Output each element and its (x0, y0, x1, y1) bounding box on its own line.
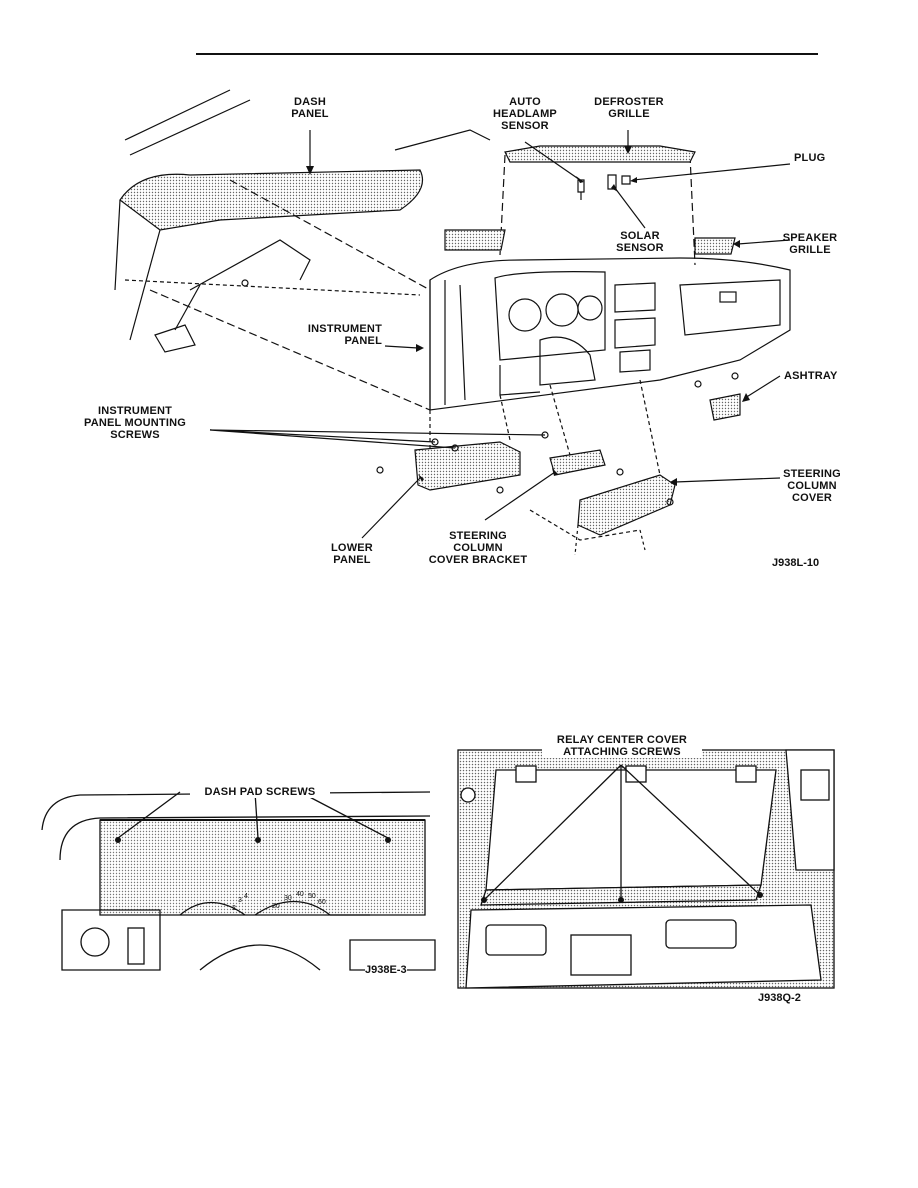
svg-text:2: 2 (232, 905, 236, 912)
label-relay-center-cover-attaching-screws: RELAY CENTER COVER ATTACHING SCREWS (542, 734, 702, 758)
header-rule (196, 53, 818, 55)
svg-text:20: 20 (272, 903, 280, 910)
svg-text:40: 40 (296, 891, 304, 898)
svg-text:3: 3 (238, 897, 242, 904)
svg-text:50: 50 (308, 893, 316, 900)
instrument-panel-drawing (114, 89, 791, 556)
label-steering-column-cover-bracket: STEERING COLUMN COVER BRACKET (428, 530, 528, 566)
figure1-code: J938L-10 (772, 557, 820, 569)
figure2-code: J938E-3 (365, 964, 407, 976)
instrument-panel-exploded-figure: DASH PANEL AUTO HEADLAMP SENSOR DEFROSTE… (84, 80, 860, 580)
relay-center-cover-figure: RELAY CENTER COVER ATTACHING SCREWS J938… (456, 730, 836, 1010)
label-ashtray: ASHTRAY (784, 370, 838, 382)
label-speaker-grille: SPEAKER GRILLE (782, 232, 838, 256)
label-plug: PLUG (794, 152, 826, 164)
label-lower-panel: LOWER PANEL (331, 542, 373, 566)
label-auto-headlamp-sensor: AUTO HEADLAMP SENSOR (493, 96, 557, 132)
label-dash-panel: DASH PANEL (291, 96, 329, 120)
label-solar-sensor: SOLAR SENSOR (616, 230, 664, 254)
svg-text:30: 30 (284, 895, 292, 902)
label-instrument-panel-mounting-screws: INSTRUMENT PANEL MOUNTING SCREWS (83, 405, 186, 441)
label-instrument-panel: INSTRUMENT PANEL (307, 323, 382, 347)
label-dash-pad-screws: DASH PAD SCREWS (190, 786, 330, 798)
label-defroster-grille: DEFROSTER GRILLE (594, 96, 664, 120)
svg-text:4: 4 (244, 893, 248, 900)
svg-text:60: 60 (318, 899, 326, 906)
relay-center-drawing (457, 749, 835, 989)
figure3-code: J938Q-2 (758, 992, 801, 1004)
label-steering-column-cover: STEERING COLUMN COVER (783, 468, 841, 504)
